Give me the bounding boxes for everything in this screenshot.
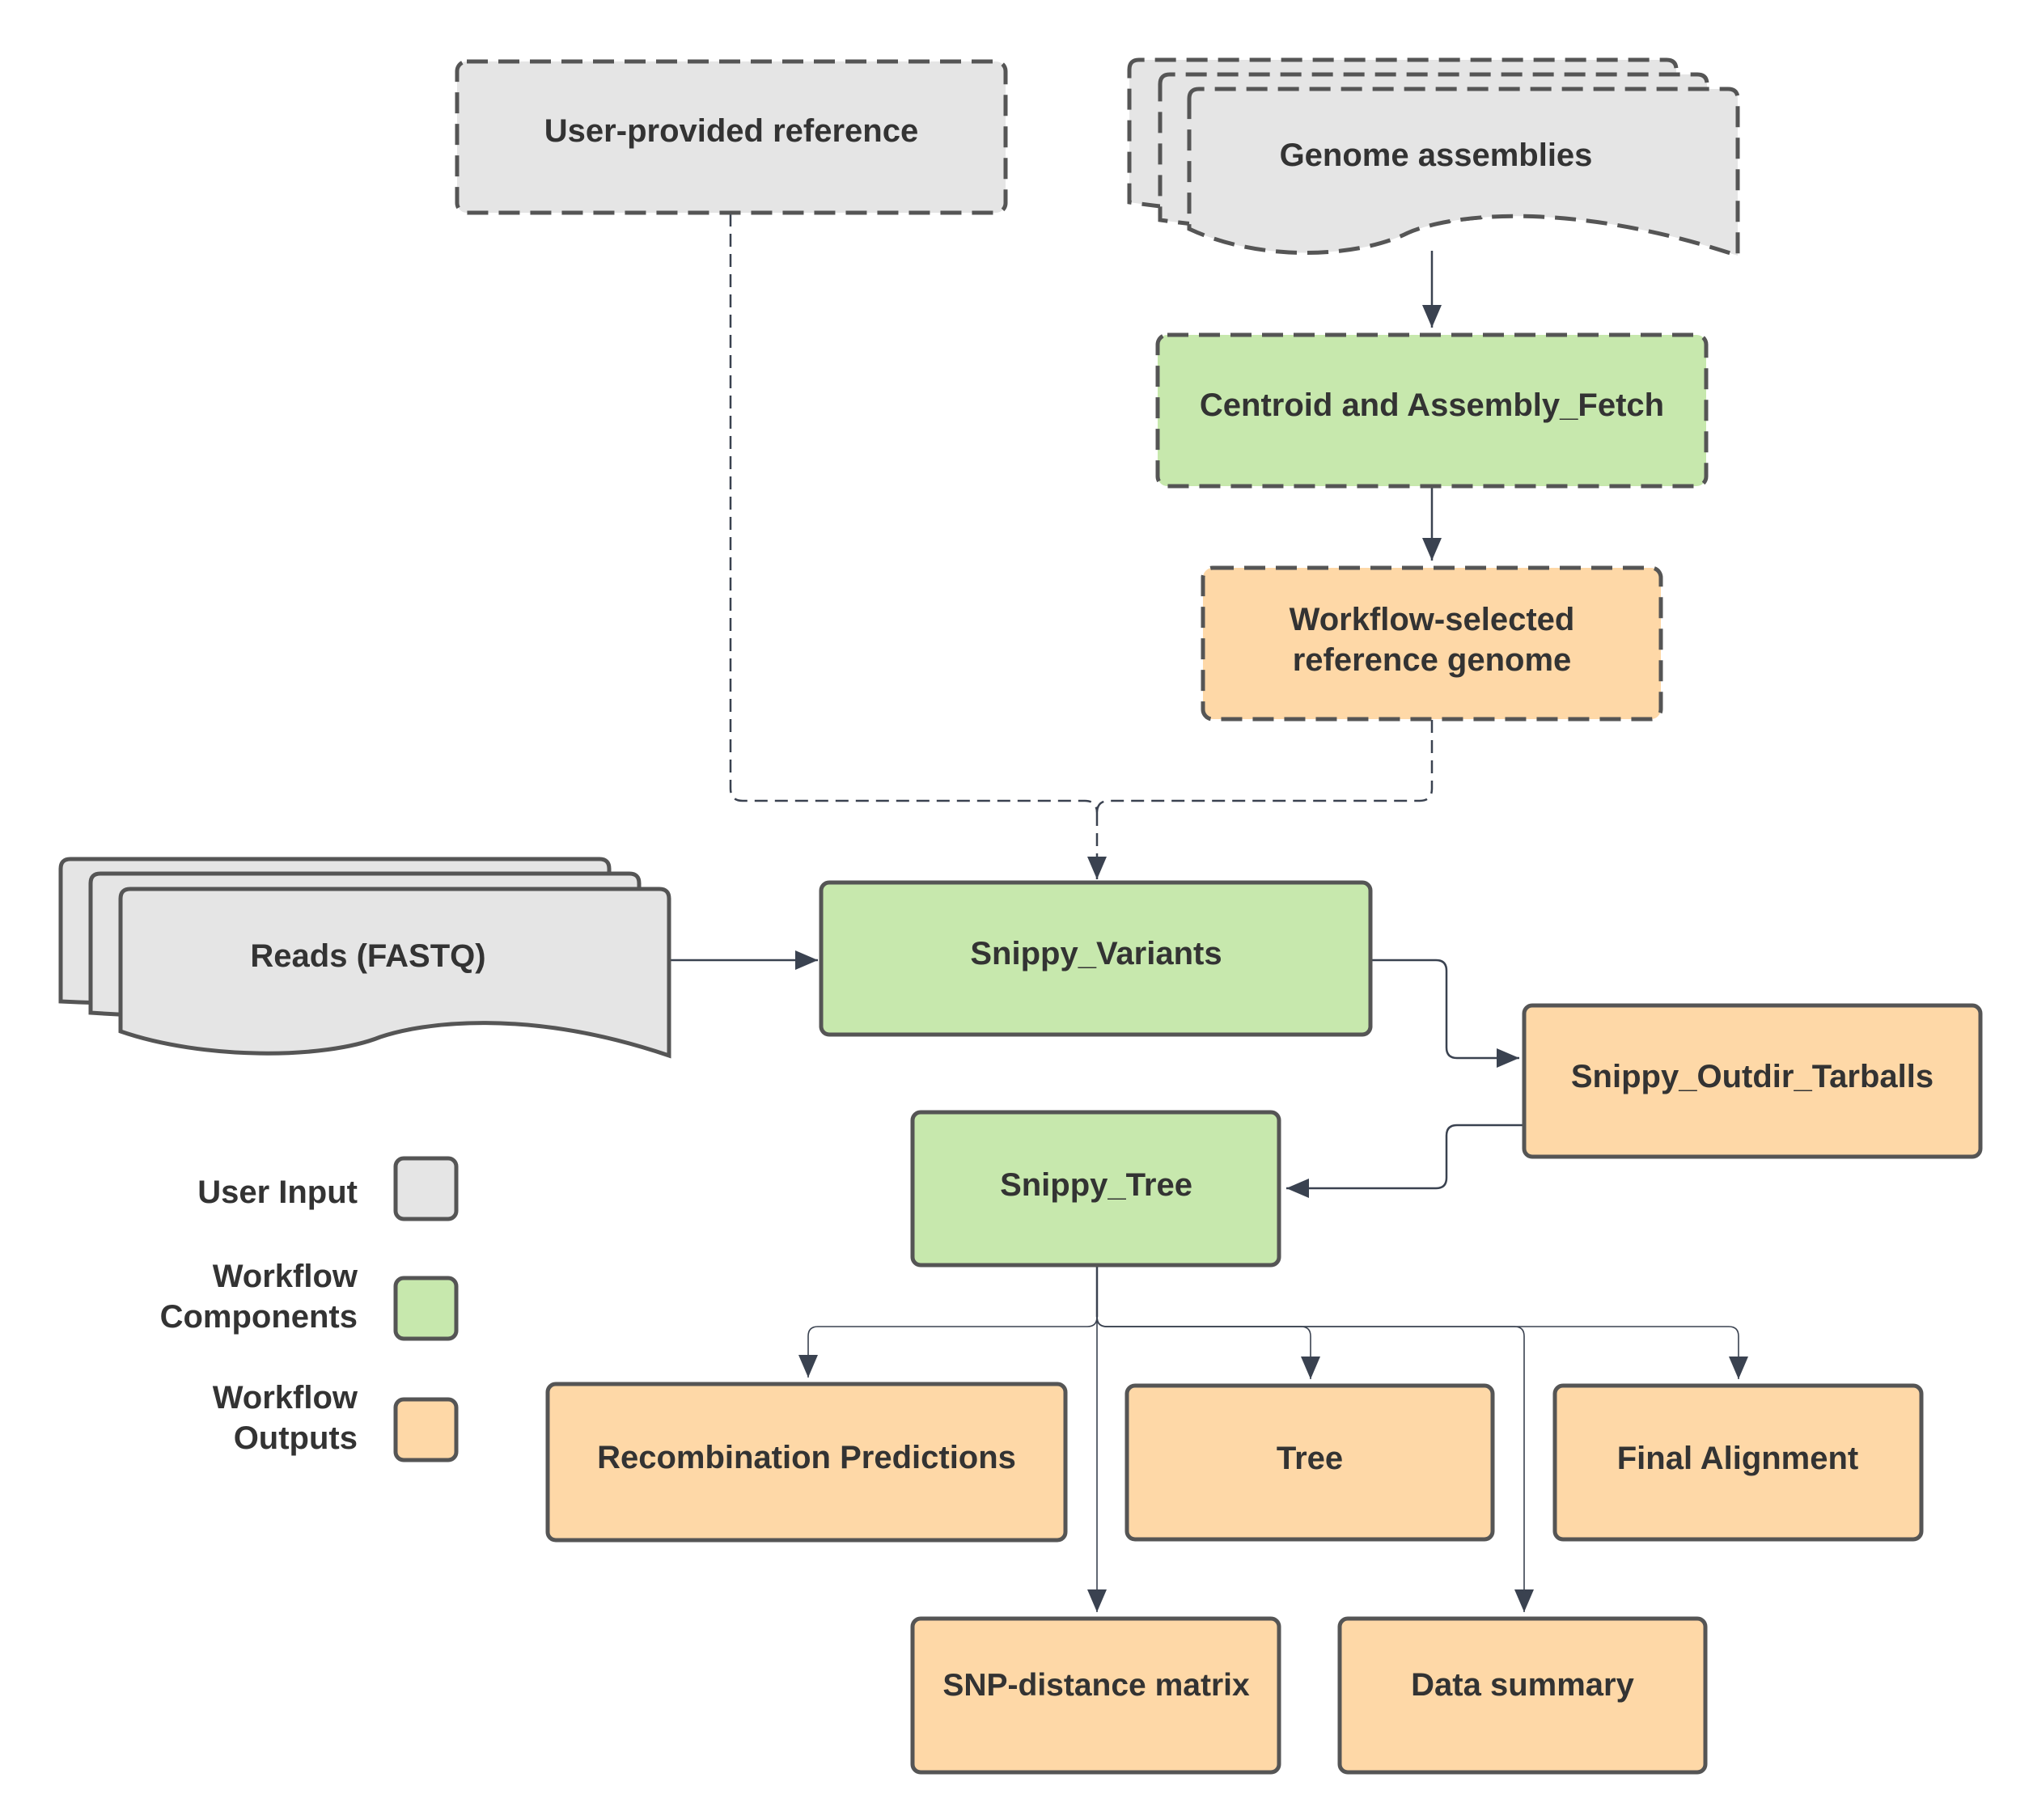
- snippy-tree-box: [910, 1110, 1281, 1268]
- snippy-tree-label: Snippy_Tree: [1000, 1167, 1192, 1203]
- legend: User Input Workflow Components Workflow …: [160, 1156, 459, 1462]
- workflow-reference-node: Workflow-selected reference genome: [1201, 565, 1663, 722]
- connector-tree-to-data-summary: [1096, 1316, 1534, 1612]
- workflow-reference-label-line2: reference genome: [1293, 642, 1572, 678]
- genome-assemblies-sheet-front: [1187, 87, 1740, 259]
- workflow-reference-label-line1: Workflow-selected: [1290, 602, 1575, 637]
- snippy-outdir-node: Snippy_Outdir_Tarballs: [1522, 1003, 1983, 1159]
- user-reference-box: [455, 59, 1008, 215]
- centroid-label: Centroid and Assembly_Fetch: [1200, 387, 1664, 423]
- connector-workflow-reference-to-variants: [1095, 720, 1434, 814]
- tree-output-label: Tree: [1277, 1441, 1343, 1476]
- snp-matrix-node: SNP-distance matrix: [910, 1616, 1281, 1775]
- snp-matrix-box: [910, 1616, 1281, 1775]
- final-alignment-box: [1552, 1383, 1924, 1542]
- user-reference-node: User-provided reference: [455, 59, 1008, 215]
- centroid-box: [1155, 332, 1709, 489]
- legend-components-label-line1: Workflow: [213, 1259, 358, 1294]
- final-alignment-label: Final Alignment: [1617, 1441, 1859, 1476]
- snp-matrix-label: SNP-distance matrix: [942, 1668, 1250, 1703]
- connector-variants-to-outdir: [1371, 959, 1519, 1068]
- tree-output-box: [1125, 1383, 1495, 1542]
- centroid-node: Centroid and Assembly_Fetch: [1155, 332, 1709, 489]
- data-summary-node: Data summary: [1337, 1616, 1708, 1775]
- connector-user-reference-to-variants: [729, 214, 1099, 814]
- legend-outputs-swatch: [393, 1397, 459, 1462]
- user-reference-label: User-provided reference: [544, 113, 918, 149]
- data-summary-box: [1337, 1616, 1708, 1775]
- reads-sheet-front: [118, 887, 671, 1059]
- legend-outputs-label-line2: Outputs: [234, 1420, 358, 1456]
- connector-tree-to-recombination: [798, 1316, 1098, 1378]
- legend-user-input-swatch: [393, 1156, 459, 1221]
- reads-node: Reads (FASTQ): [58, 857, 671, 1059]
- recombination-box: [545, 1382, 1068, 1543]
- connector-outdir-to-tree: [1286, 1124, 1523, 1198]
- snippy-variants-node: Snippy_Variants: [819, 880, 1373, 1037]
- genome-assemblies-node: Genome assemblies: [1127, 57, 1740, 259]
- data-summary-label: Data summary: [1411, 1667, 1634, 1703]
- snippy-variants-box: [819, 880, 1373, 1037]
- legend-components-label-line2: Components: [160, 1299, 358, 1335]
- snippy-outdir-label: Snippy_Outdir_Tarballs: [1571, 1059, 1933, 1094]
- snippy-tree-node: Snippy_Tree: [910, 1110, 1281, 1268]
- genome-assemblies-label: Genome assemblies: [1280, 138, 1593, 173]
- snippy-variants-label: Snippy_Variants: [970, 936, 1222, 971]
- recombination-label: Recombination Predictions: [597, 1440, 1016, 1475]
- final-alignment-node: Final Alignment: [1552, 1383, 1924, 1542]
- workflow-reference-box: [1201, 565, 1663, 722]
- reads-label: Reads (FASTQ): [250, 938, 485, 974]
- legend-components-swatch: [393, 1276, 459, 1341]
- legend-outputs-label-line1: Workflow: [213, 1380, 358, 1416]
- snippy-outdir-box: [1522, 1003, 1983, 1159]
- tree-output-node: Tree: [1125, 1383, 1495, 1542]
- recombination-node: Recombination Predictions: [545, 1382, 1068, 1543]
- connectors: [670, 214, 1748, 1612]
- legend-user-input-label: User Input: [197, 1175, 358, 1210]
